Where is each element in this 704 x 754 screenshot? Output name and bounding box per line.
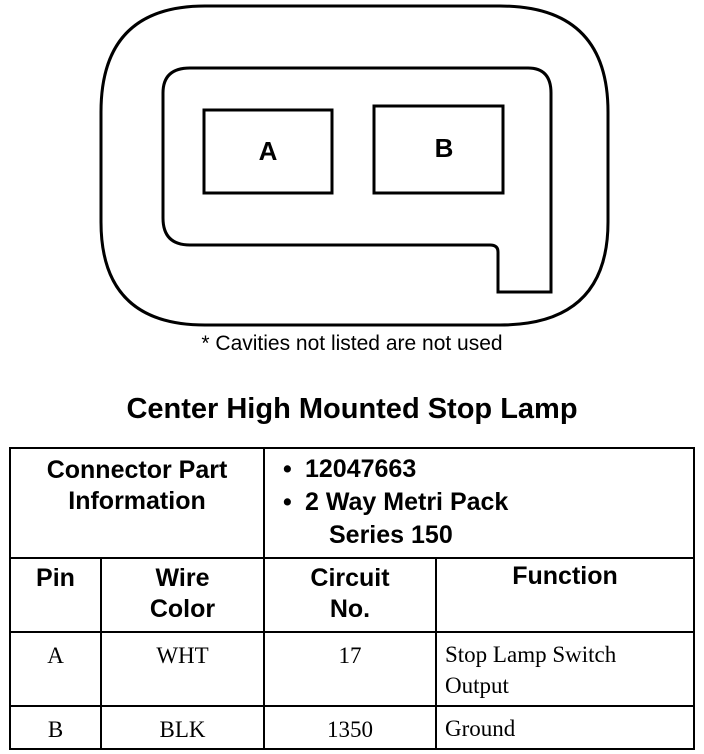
cavity-a <box>202 108 334 195</box>
cavity-b <box>372 104 505 195</box>
part-info-label-line2: Information <box>68 487 206 515</box>
table-row: A WHT 17 Stop Lamp Switch Output <box>9 631 695 707</box>
header-function-text: Function <box>512 562 618 590</box>
header-wire-color-line2: Color <box>149 595 216 623</box>
part-info-value-cell: • 12047663 • 2 Way Metri Pack Series 150 <box>263 447 695 559</box>
row-b-circuit: 1350 <box>263 705 437 750</box>
row-a-wire-color: WHT <box>100 631 265 707</box>
connector-info-table: Connector Part Information • 12047663 • … <box>9 447 695 750</box>
header-pin-text: Pin <box>36 564 75 592</box>
header-wire-color: Wire Color <box>100 557 265 633</box>
part-description-line2: Series 150 <box>329 521 453 549</box>
row-b-function-line1: Ground <box>445 716 516 741</box>
part-description-line1: 2 Way Metri Pack <box>305 488 509 516</box>
connector-outer-body <box>99 4 610 327</box>
header-circuit-line1: Circuit <box>310 564 390 592</box>
cavity-b-label: B <box>435 133 454 163</box>
header-wire-color-line1: Wire <box>155 564 210 592</box>
part-number-item: • 12047663 <box>283 453 693 486</box>
page-title: Center High Mounted Stop Lamp <box>126 393 578 425</box>
header-circuit-line2: No. <box>329 595 371 623</box>
part-description-item: • 2 Way Metri Pack <box>283 486 693 519</box>
row-a-pin: A <box>9 631 102 707</box>
bullet-icon: • <box>283 488 292 516</box>
table-row: B BLK 1350 Ground <box>9 705 695 750</box>
row-a-function-line2: Output <box>445 673 509 698</box>
part-info-row: Connector Part Information • 12047663 • … <box>9 447 695 559</box>
row-b-pin: B <box>9 705 102 750</box>
row-a-circuit: 17 <box>263 631 437 707</box>
connector-inner-outline <box>161 66 553 294</box>
part-info-label-line1: Connector Part <box>46 456 228 484</box>
header-pin: Pin <box>9 557 102 633</box>
header-function: Function <box>435 557 695 633</box>
row-b-function: Ground <box>435 705 695 750</box>
connector-diagram: A B <box>99 4 610 327</box>
part-info-label-cell: Connector Part Information <box>9 447 265 559</box>
unused-cavities-note: * Cavities not listed are not used <box>201 332 503 355</box>
part-number: 12047663 <box>305 455 417 483</box>
row-a-function: Stop Lamp Switch Output <box>435 631 695 707</box>
table-header-row: Pin Wire Color Circuit No. Function <box>9 557 695 633</box>
bullet-icon: • <box>283 455 292 483</box>
row-b-wire-color: BLK <box>100 705 265 750</box>
cavity-a-label: A <box>259 136 278 166</box>
header-circuit: Circuit No. <box>263 557 437 633</box>
row-a-function-line1: Stop Lamp Switch <box>445 642 617 667</box>
